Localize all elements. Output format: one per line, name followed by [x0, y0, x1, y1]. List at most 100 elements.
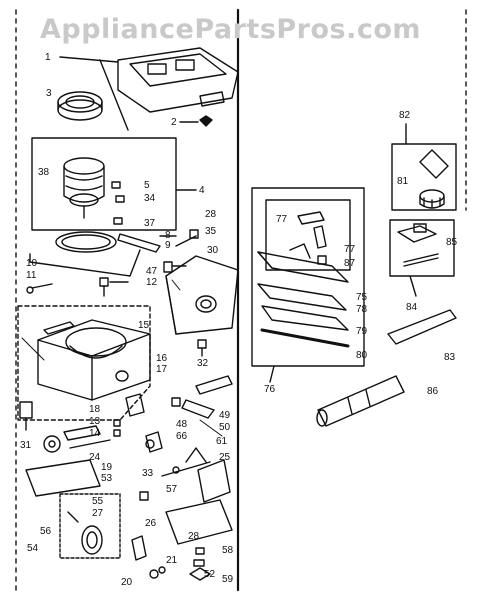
- part-label-59: 59: [222, 574, 234, 585]
- part-label-10: 10: [26, 258, 38, 269]
- part-label-8: 8: [165, 230, 171, 241]
- part-label-5: 5: [144, 180, 150, 191]
- crevice-tool-part: [387, 309, 457, 345]
- part-label-28-top: 28: [205, 209, 217, 220]
- fastener-parts-47-12: [99, 277, 129, 297]
- part-label-26: 26: [145, 518, 157, 529]
- part-label-50: 50: [219, 422, 231, 433]
- part-label-28-bottom: 28: [188, 531, 200, 542]
- part-label-24: 24: [89, 452, 101, 463]
- part-label-4: 4: [199, 185, 205, 196]
- top-cover-part: [59, 47, 239, 131]
- part-label-21: 21: [166, 555, 178, 566]
- part-label-9: 9: [165, 240, 171, 251]
- part-label-54: 54: [27, 543, 39, 554]
- part-label-48: 48: [176, 419, 188, 430]
- part-label-38: 38: [38, 167, 50, 178]
- part-label-13: 13: [89, 416, 101, 427]
- part-label-1: 1: [45, 52, 51, 63]
- part-label-34: 34: [144, 193, 156, 204]
- part-label-17: 17: [156, 364, 168, 375]
- part-label-11: 11: [26, 270, 37, 281]
- part-label-16: 16: [156, 353, 168, 364]
- part-label-77-right: 77: [344, 244, 356, 255]
- part-label-27: 27: [92, 508, 104, 519]
- part-label-81: 81: [397, 176, 409, 187]
- gasket-part: [55, 231, 177, 253]
- screw-part-2: [179, 115, 213, 127]
- part-label-66: 66: [176, 431, 188, 442]
- part-label-80: 80: [356, 350, 368, 361]
- part-label-56: 56: [40, 526, 52, 537]
- pedal-parts: [145, 375, 233, 453]
- part-label-12: 12: [146, 277, 158, 288]
- part-label-85: 85: [446, 237, 458, 248]
- bracket-part-25: [197, 459, 231, 503]
- part-label-14: 14: [89, 428, 101, 439]
- part-label-37: 37: [144, 218, 156, 229]
- part-label-20: 20: [121, 577, 133, 588]
- upholstery-tool-box: [389, 219, 455, 277]
- part-label-33: 33: [142, 468, 154, 479]
- dusting-brush-part: [419, 149, 449, 209]
- part-label-82: 82: [399, 110, 411, 121]
- part-label-30: 30: [207, 245, 219, 256]
- upholstery-tool-part: [397, 223, 439, 267]
- part-label-84: 84: [406, 302, 418, 313]
- wheel-part: [43, 425, 111, 453]
- floor-tool-group-box: [251, 187, 365, 367]
- motor-part: [63, 157, 105, 219]
- part-label-19: 19: [101, 462, 113, 473]
- latch-parts: [113, 393, 145, 437]
- filter-part: [57, 91, 103, 121]
- crevice-nozzle-box: [391, 143, 457, 211]
- base-plate-part: [25, 459, 101, 497]
- belt-motor-box: [59, 493, 121, 559]
- part-label-76: 76: [264, 384, 276, 395]
- floor-tool-subbox: [265, 199, 351, 271]
- cord-part: [26, 249, 141, 294]
- housing-part: [37, 319, 151, 401]
- belt-part: [67, 511, 103, 555]
- watermark: AppliancePartsPros.com: [40, 14, 422, 45]
- part-label-53: 53: [101, 473, 113, 484]
- part-label-79: 79: [356, 326, 368, 337]
- part-label-75: 75: [356, 292, 368, 303]
- part-label-55: 55: [92, 496, 104, 507]
- screw-part-32: [197, 339, 207, 357]
- part-label-86: 86: [427, 386, 439, 397]
- part-label-15: 15: [138, 320, 150, 331]
- screw-parts-28-35: [163, 229, 199, 273]
- part-label-58: 58: [222, 545, 234, 556]
- foot-parts: [189, 547, 211, 581]
- part-label-3: 3: [46, 88, 52, 99]
- part-label-87: 87: [344, 258, 356, 269]
- part-label-47: 47: [146, 266, 158, 277]
- bag-part: [165, 255, 239, 335]
- part-label-2: 2: [171, 117, 177, 128]
- part-label-35: 35: [205, 226, 217, 237]
- bottom-plate-part: [165, 499, 233, 545]
- part-label-31: 31: [20, 440, 32, 451]
- screw-part-57: [139, 491, 149, 501]
- motor-assembly-box: [31, 137, 177, 231]
- part-label-18: 18: [89, 404, 101, 415]
- housing-group-outline: [17, 305, 151, 421]
- part-label-78: 78: [356, 304, 368, 315]
- part-label-49: 49: [219, 410, 231, 421]
- part-label-83: 83: [444, 352, 456, 363]
- brush-parts: [111, 181, 125, 225]
- part-label-77-top: 77: [276, 214, 288, 225]
- switch-part: [19, 401, 33, 431]
- floor-tool-parts: [257, 211, 350, 348]
- wand-part: [316, 375, 405, 427]
- spring-parts: [161, 447, 211, 477]
- part-label-32: 32: [197, 358, 209, 369]
- part-label-25: 25: [219, 452, 231, 463]
- part-label-52: 52: [204, 569, 216, 580]
- part-label-61: 61: [216, 436, 228, 447]
- part-label-57: 57: [166, 484, 178, 495]
- caster-parts: [131, 535, 166, 579]
